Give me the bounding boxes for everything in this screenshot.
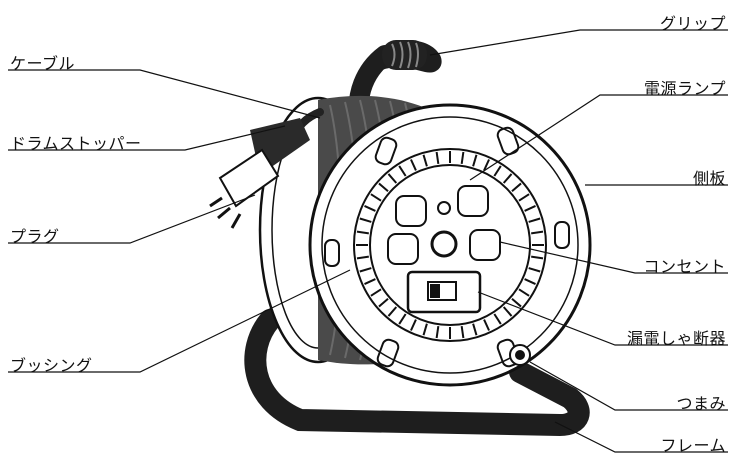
label-side-plate: 側板 [693, 165, 726, 189]
label-grip: グリップ [660, 10, 726, 34]
label-breaker: 漏電しゃ断器 [627, 325, 726, 349]
knob [510, 345, 530, 365]
label-knob: つまみ [676, 390, 726, 414]
breaker [408, 272, 480, 312]
power-lamp [438, 202, 450, 214]
center-hub [432, 232, 456, 256]
label-cable: ケーブル [10, 50, 75, 74]
label-power-lamp: 電源ランプ [644, 75, 726, 99]
label-drum-stopper: ドラムストッパー [10, 130, 142, 154]
label-frame: フレーム [660, 432, 726, 456]
label-outlet: コンセント [643, 253, 726, 277]
grip [380, 40, 442, 73]
label-plug: プラグ [10, 223, 60, 247]
label-bushing: ブッシング [10, 352, 93, 376]
